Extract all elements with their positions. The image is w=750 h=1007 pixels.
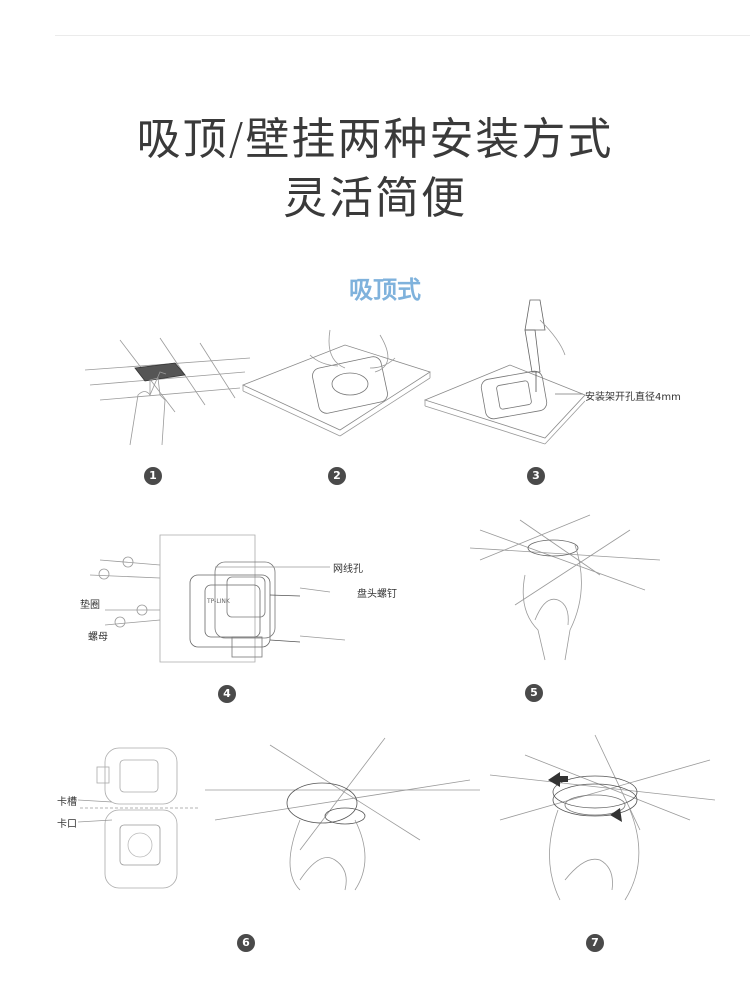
step-badge-3: 3 [527,467,545,485]
top-divider [55,35,750,36]
step-badge-2: 2 [328,467,346,485]
label-cable-hole: 网线孔 [333,564,363,575]
step3-illustration [423,299,586,445]
step5-illustration [469,514,661,661]
step2-illustration [241,329,431,437]
device-logo: TP-LINK [207,598,230,605]
label-clip: 卡口 [57,819,77,830]
step4-illustration [89,534,346,663]
page-title-line2: 灵活简便 [283,173,467,224]
label-slot: 卡槽 [57,797,77,808]
step-badge-4: 4 [218,685,236,703]
label-nut: 螺母 [88,632,108,643]
step6-illustration [77,737,480,891]
section-title-ceiling-mount: 吸顶式 [349,276,421,304]
step-badge-7: 7 [586,934,604,952]
step-badge-5: 5 [525,684,543,702]
label-hole-diameter: 安装架开孔直径4mm [585,392,681,403]
step7-illustration [489,734,716,901]
label-pan-head-screw: 盘头螺钉 [357,589,397,600]
step-badge-6: 6 [237,934,255,952]
step1-illustration [84,337,251,446]
step-badge-1: 1 [144,467,162,485]
page-title-line1: 吸顶/壁挂两种安装方式 [136,114,614,165]
label-washer: 垫圈 [80,600,100,611]
